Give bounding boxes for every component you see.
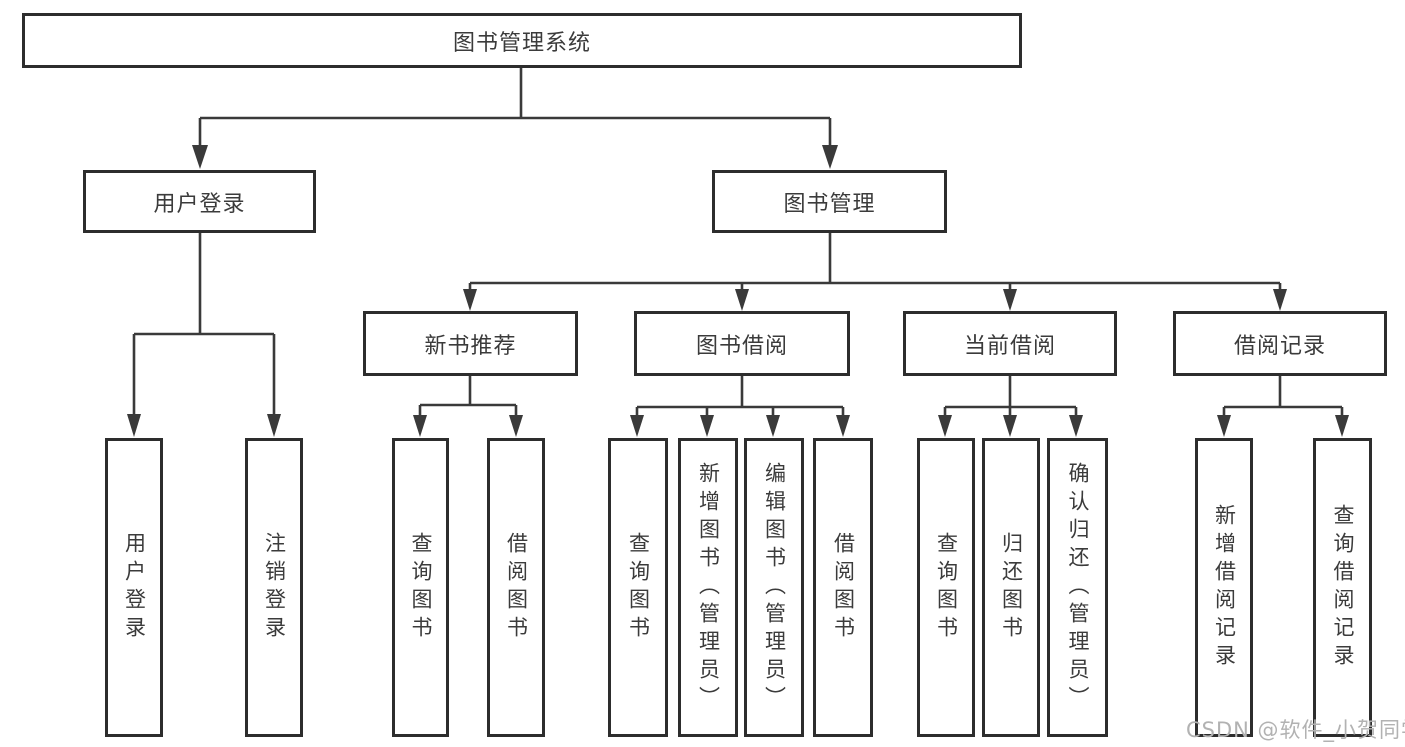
leaf-edit-books-admin: 编辑图书（管理员） [744,438,804,737]
node-current-borrowing: 当前借阅 [903,311,1117,376]
node-label: 借阅图书 [831,531,856,644]
node-label: 编辑图书（管理员） [762,461,787,714]
leaf-query-books-current: 查询图书 [917,438,975,737]
node-book-borrowing: 图书借阅 [634,311,850,376]
leaf-add-books-admin: 新增图书（管理员） [678,438,738,737]
node-new-book-recommend: 新书推荐 [363,311,578,376]
node-library-management-system: 图书管理系统 [22,13,1022,68]
node-label: 注销登录 [262,531,287,644]
node-borrowing-records: 借阅记录 [1173,311,1387,376]
leaf-logout: 注销登录 [245,438,303,737]
node-user-login: 用户登录 [83,170,316,233]
node-label: 查询图书 [409,531,433,644]
node-label: 用户登录 [153,191,246,217]
leaf-query-books-recommend: 查询图书 [392,438,449,737]
leaf-return-books: 归还图书 [982,438,1040,737]
node-label: 查询借阅记录 [1331,503,1355,672]
node-label: 图书借阅 [695,333,788,359]
node-label: 图书管理 [783,191,876,217]
node-book-management: 图书管理 [712,170,947,233]
leaf-borrow-books-recommend: 借阅图书 [487,438,545,737]
node-label: 图书管理系统 [452,30,591,56]
arrowhead-icons [127,145,1349,437]
leaf-borrow-books: 借阅图书 [813,438,873,737]
node-label: 查询图书 [626,531,651,644]
node-label: 当前借阅 [963,333,1056,359]
node-label: 新增图书（管理员） [696,461,721,714]
node-label: 用户登录 [122,531,147,644]
leaf-user-login: 用户登录 [105,438,163,737]
watermark: CSDN @软件_小贺同学 [1186,718,1405,742]
leaf-query-books-borrowing: 查询图书 [608,438,668,737]
node-label: 新增借阅记录 [1212,503,1237,672]
node-label: 查询图书 [934,531,959,644]
node-label: 新书推荐 [424,333,517,359]
node-label: 借阅图书 [504,531,529,644]
node-label: 归还图书 [999,531,1024,644]
leaf-query-borrow-record: 查询借阅记录 [1313,438,1372,737]
leaf-confirm-return-admin: 确认归还（管理员） [1047,438,1108,737]
leaf-add-borrow-record: 新增借阅记录 [1195,438,1253,737]
node-label: 确认归还（管理员） [1066,461,1090,714]
node-label: 借阅记录 [1233,333,1326,359]
